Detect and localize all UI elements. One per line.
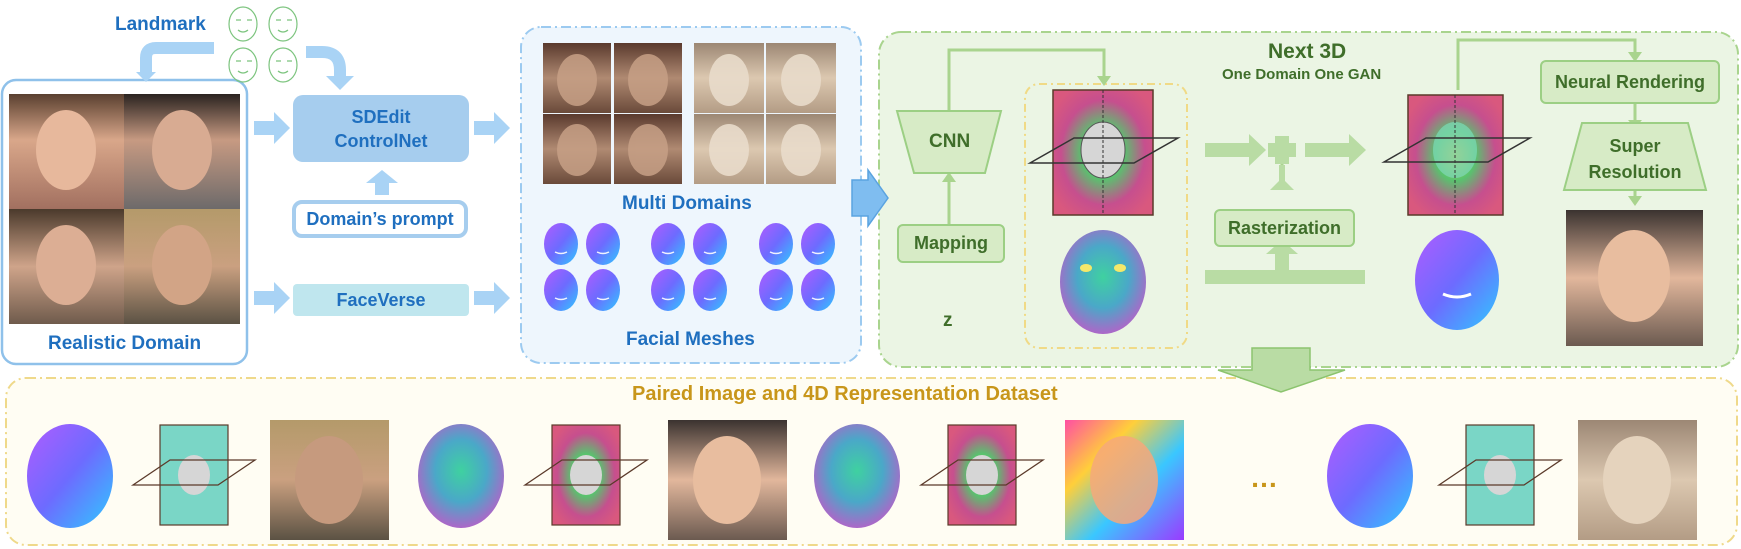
cnn-block [895, 110, 1003, 174]
landmark-sketches [228, 6, 298, 83]
sdedit-controlnet-box: SDEdit ControlNet [293, 95, 469, 162]
rasterization-box: Rasterization [1214, 209, 1355, 247]
faceverse-box: FaceVerse [293, 284, 469, 316]
facial-meshes-label: Facial Meshes [626, 329, 755, 350]
domain-prompt-box: Domain’s prompt [292, 200, 468, 238]
controlnet-label: ControlNet [334, 130, 428, 151]
super-resolution-block [1562, 122, 1708, 191]
domain-prompt-label: Domain’s prompt [306, 208, 454, 229]
dataset-title: Paired Image and 4D Representation Datas… [632, 383, 1058, 405]
next3d-subtitle: One Domain One GAN [1222, 66, 1382, 83]
facial-mesh-grid [544, 223, 835, 311]
realistic-domain-frame [0, 78, 249, 366]
super-label: Super [1609, 136, 1661, 156]
colored-face-mesh [1060, 230, 1146, 334]
realistic-faces [9, 94, 240, 324]
mesh-face [1415, 230, 1499, 330]
neural-rendering-box: Neural Rendering [1540, 60, 1720, 104]
multi-domain-images [543, 43, 836, 184]
cnn-label: CNN [929, 131, 971, 152]
faceverse-label: FaceVerse [336, 289, 426, 310]
super-resolution-label: Super Resolution [1564, 133, 1706, 185]
realistic-domain-label: Realistic Domain [48, 333, 202, 354]
dataset-row [27, 420, 1697, 540]
mapping-label: Mapping [914, 233, 988, 253]
tri-plane-box [1024, 83, 1188, 349]
landmark-arrow-in [140, 42, 214, 72]
tri-plane-2 [1381, 94, 1533, 216]
neural-rendering-label: Neural Rendering [1554, 71, 1706, 92]
multi-domains-label: Multi Domains [622, 193, 752, 214]
dataset-ellipsis: … [1250, 462, 1278, 493]
next3d-title: Next 3D [1268, 40, 1347, 63]
resolution-label: Resolution [1588, 162, 1682, 182]
z-label: z [943, 310, 953, 331]
rasterization-label: Rasterization [1227, 217, 1342, 238]
tri-plane-1 [1027, 89, 1181, 216]
mapping-box: Mapping [897, 224, 1005, 263]
landmark-arrow-out [306, 46, 346, 76]
green-arrows [1205, 134, 1366, 393]
blue-arrows-left [254, 112, 510, 314]
landmark-label: Landmark [115, 14, 206, 35]
arrow-to-next3d [851, 167, 889, 229]
sdedit-label: SDEdit [351, 106, 411, 127]
